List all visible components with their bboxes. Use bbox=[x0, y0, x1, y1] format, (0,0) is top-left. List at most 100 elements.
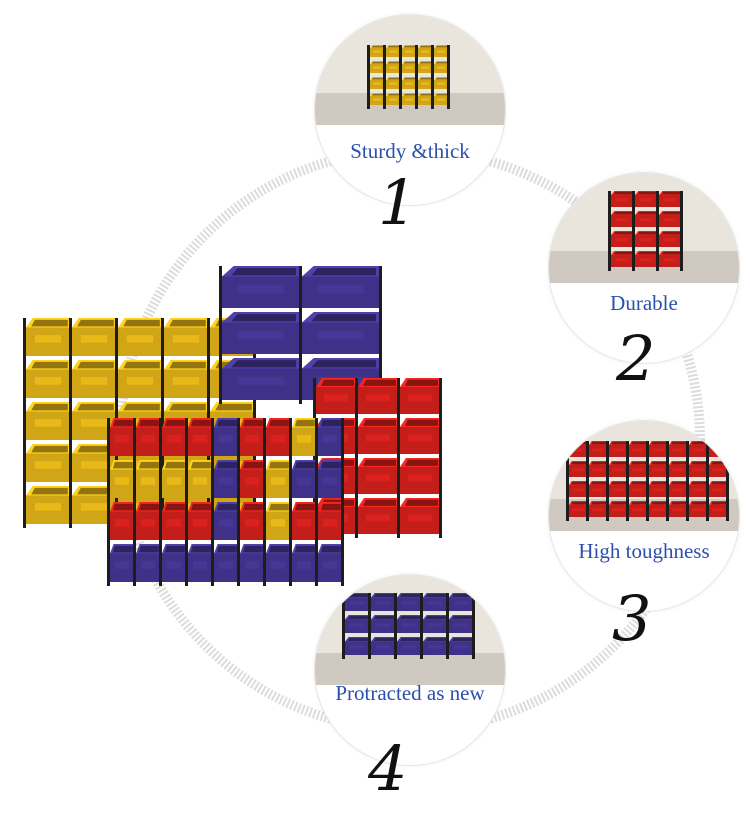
rack-pole bbox=[420, 593, 423, 659]
bin bbox=[449, 637, 473, 655]
bin bbox=[318, 418, 342, 456]
rack-pole bbox=[656, 191, 659, 271]
bin bbox=[400, 418, 440, 454]
bin bbox=[400, 378, 440, 414]
bin bbox=[434, 77, 448, 89]
yellow-bin-rack-image bbox=[315, 15, 505, 125]
rack-pole bbox=[342, 593, 345, 659]
rack-pole bbox=[680, 191, 683, 271]
rack-pole bbox=[566, 441, 569, 521]
bin bbox=[358, 458, 398, 494]
bin bbox=[689, 441, 707, 457]
bin bbox=[214, 544, 238, 582]
rack-pole bbox=[397, 378, 400, 538]
bin bbox=[434, 93, 448, 105]
bin bbox=[222, 312, 300, 354]
bin bbox=[214, 502, 238, 540]
bin bbox=[629, 481, 647, 497]
bin bbox=[689, 481, 707, 497]
bin bbox=[397, 637, 421, 655]
bin bbox=[569, 501, 587, 517]
bin bbox=[689, 461, 707, 477]
rack-pole bbox=[341, 418, 344, 586]
bin bbox=[629, 461, 647, 477]
bin bbox=[316, 378, 356, 414]
rack-pole bbox=[367, 45, 370, 109]
bin bbox=[611, 191, 633, 207]
rack-pole bbox=[646, 441, 649, 521]
feature-circle-durable: Durable bbox=[548, 172, 740, 364]
bin bbox=[371, 593, 395, 611]
feature-label: High toughness bbox=[578, 539, 710, 563]
bin bbox=[110, 418, 134, 456]
rack-pole bbox=[107, 418, 110, 586]
bin bbox=[72, 486, 116, 524]
bin bbox=[345, 637, 369, 655]
bin bbox=[318, 502, 342, 540]
bin bbox=[162, 418, 186, 456]
bin bbox=[370, 93, 384, 105]
rack-pole bbox=[626, 441, 629, 521]
bin bbox=[386, 93, 400, 105]
bin bbox=[26, 360, 70, 398]
bin bbox=[400, 458, 440, 494]
rack-pole bbox=[415, 45, 418, 109]
red-bin-rack-image bbox=[549, 421, 739, 531]
bin bbox=[397, 593, 421, 611]
rack-pole bbox=[586, 441, 589, 521]
bin bbox=[635, 251, 657, 267]
bin bbox=[110, 502, 134, 540]
bin bbox=[611, 251, 633, 267]
bin bbox=[386, 45, 400, 57]
bin bbox=[370, 45, 384, 57]
bin bbox=[72, 360, 116, 398]
bin bbox=[589, 461, 607, 477]
bin bbox=[423, 593, 447, 611]
bin bbox=[434, 61, 448, 73]
bin bbox=[188, 502, 212, 540]
bin bbox=[669, 481, 687, 497]
bin bbox=[669, 461, 687, 477]
rack-pole bbox=[606, 441, 609, 521]
bin bbox=[292, 460, 316, 498]
rack-pole bbox=[211, 418, 214, 586]
bin bbox=[659, 211, 681, 227]
rack-pole bbox=[446, 593, 449, 659]
bin bbox=[358, 418, 398, 454]
bin bbox=[589, 501, 607, 517]
bin bbox=[164, 360, 208, 398]
feature-label: Durable bbox=[610, 291, 678, 315]
bin bbox=[609, 481, 627, 497]
bin bbox=[386, 77, 400, 89]
bin bbox=[569, 481, 587, 497]
bin bbox=[136, 502, 160, 540]
red-bin-rack-image bbox=[549, 173, 739, 283]
bin bbox=[240, 460, 264, 498]
bin bbox=[222, 266, 300, 308]
rack-pole bbox=[219, 266, 222, 404]
bin bbox=[569, 441, 587, 457]
bin bbox=[659, 231, 681, 247]
bin bbox=[110, 460, 134, 498]
bin bbox=[162, 460, 186, 498]
bin bbox=[635, 231, 657, 247]
bin bbox=[423, 637, 447, 655]
rack-pole bbox=[133, 418, 136, 586]
bin bbox=[418, 61, 432, 73]
bin bbox=[669, 501, 687, 517]
bin bbox=[266, 544, 290, 582]
bin bbox=[222, 358, 300, 400]
bin bbox=[26, 318, 70, 356]
bin bbox=[569, 461, 587, 477]
bin bbox=[266, 460, 290, 498]
bin bbox=[418, 45, 432, 57]
bin bbox=[400, 498, 440, 534]
bin bbox=[318, 460, 342, 498]
rack-pole bbox=[289, 418, 292, 586]
bin bbox=[649, 481, 667, 497]
feature-label: Protracted as new bbox=[335, 681, 485, 705]
bin bbox=[164, 318, 208, 356]
bin bbox=[162, 502, 186, 540]
bin bbox=[240, 502, 264, 540]
bin bbox=[371, 637, 395, 655]
